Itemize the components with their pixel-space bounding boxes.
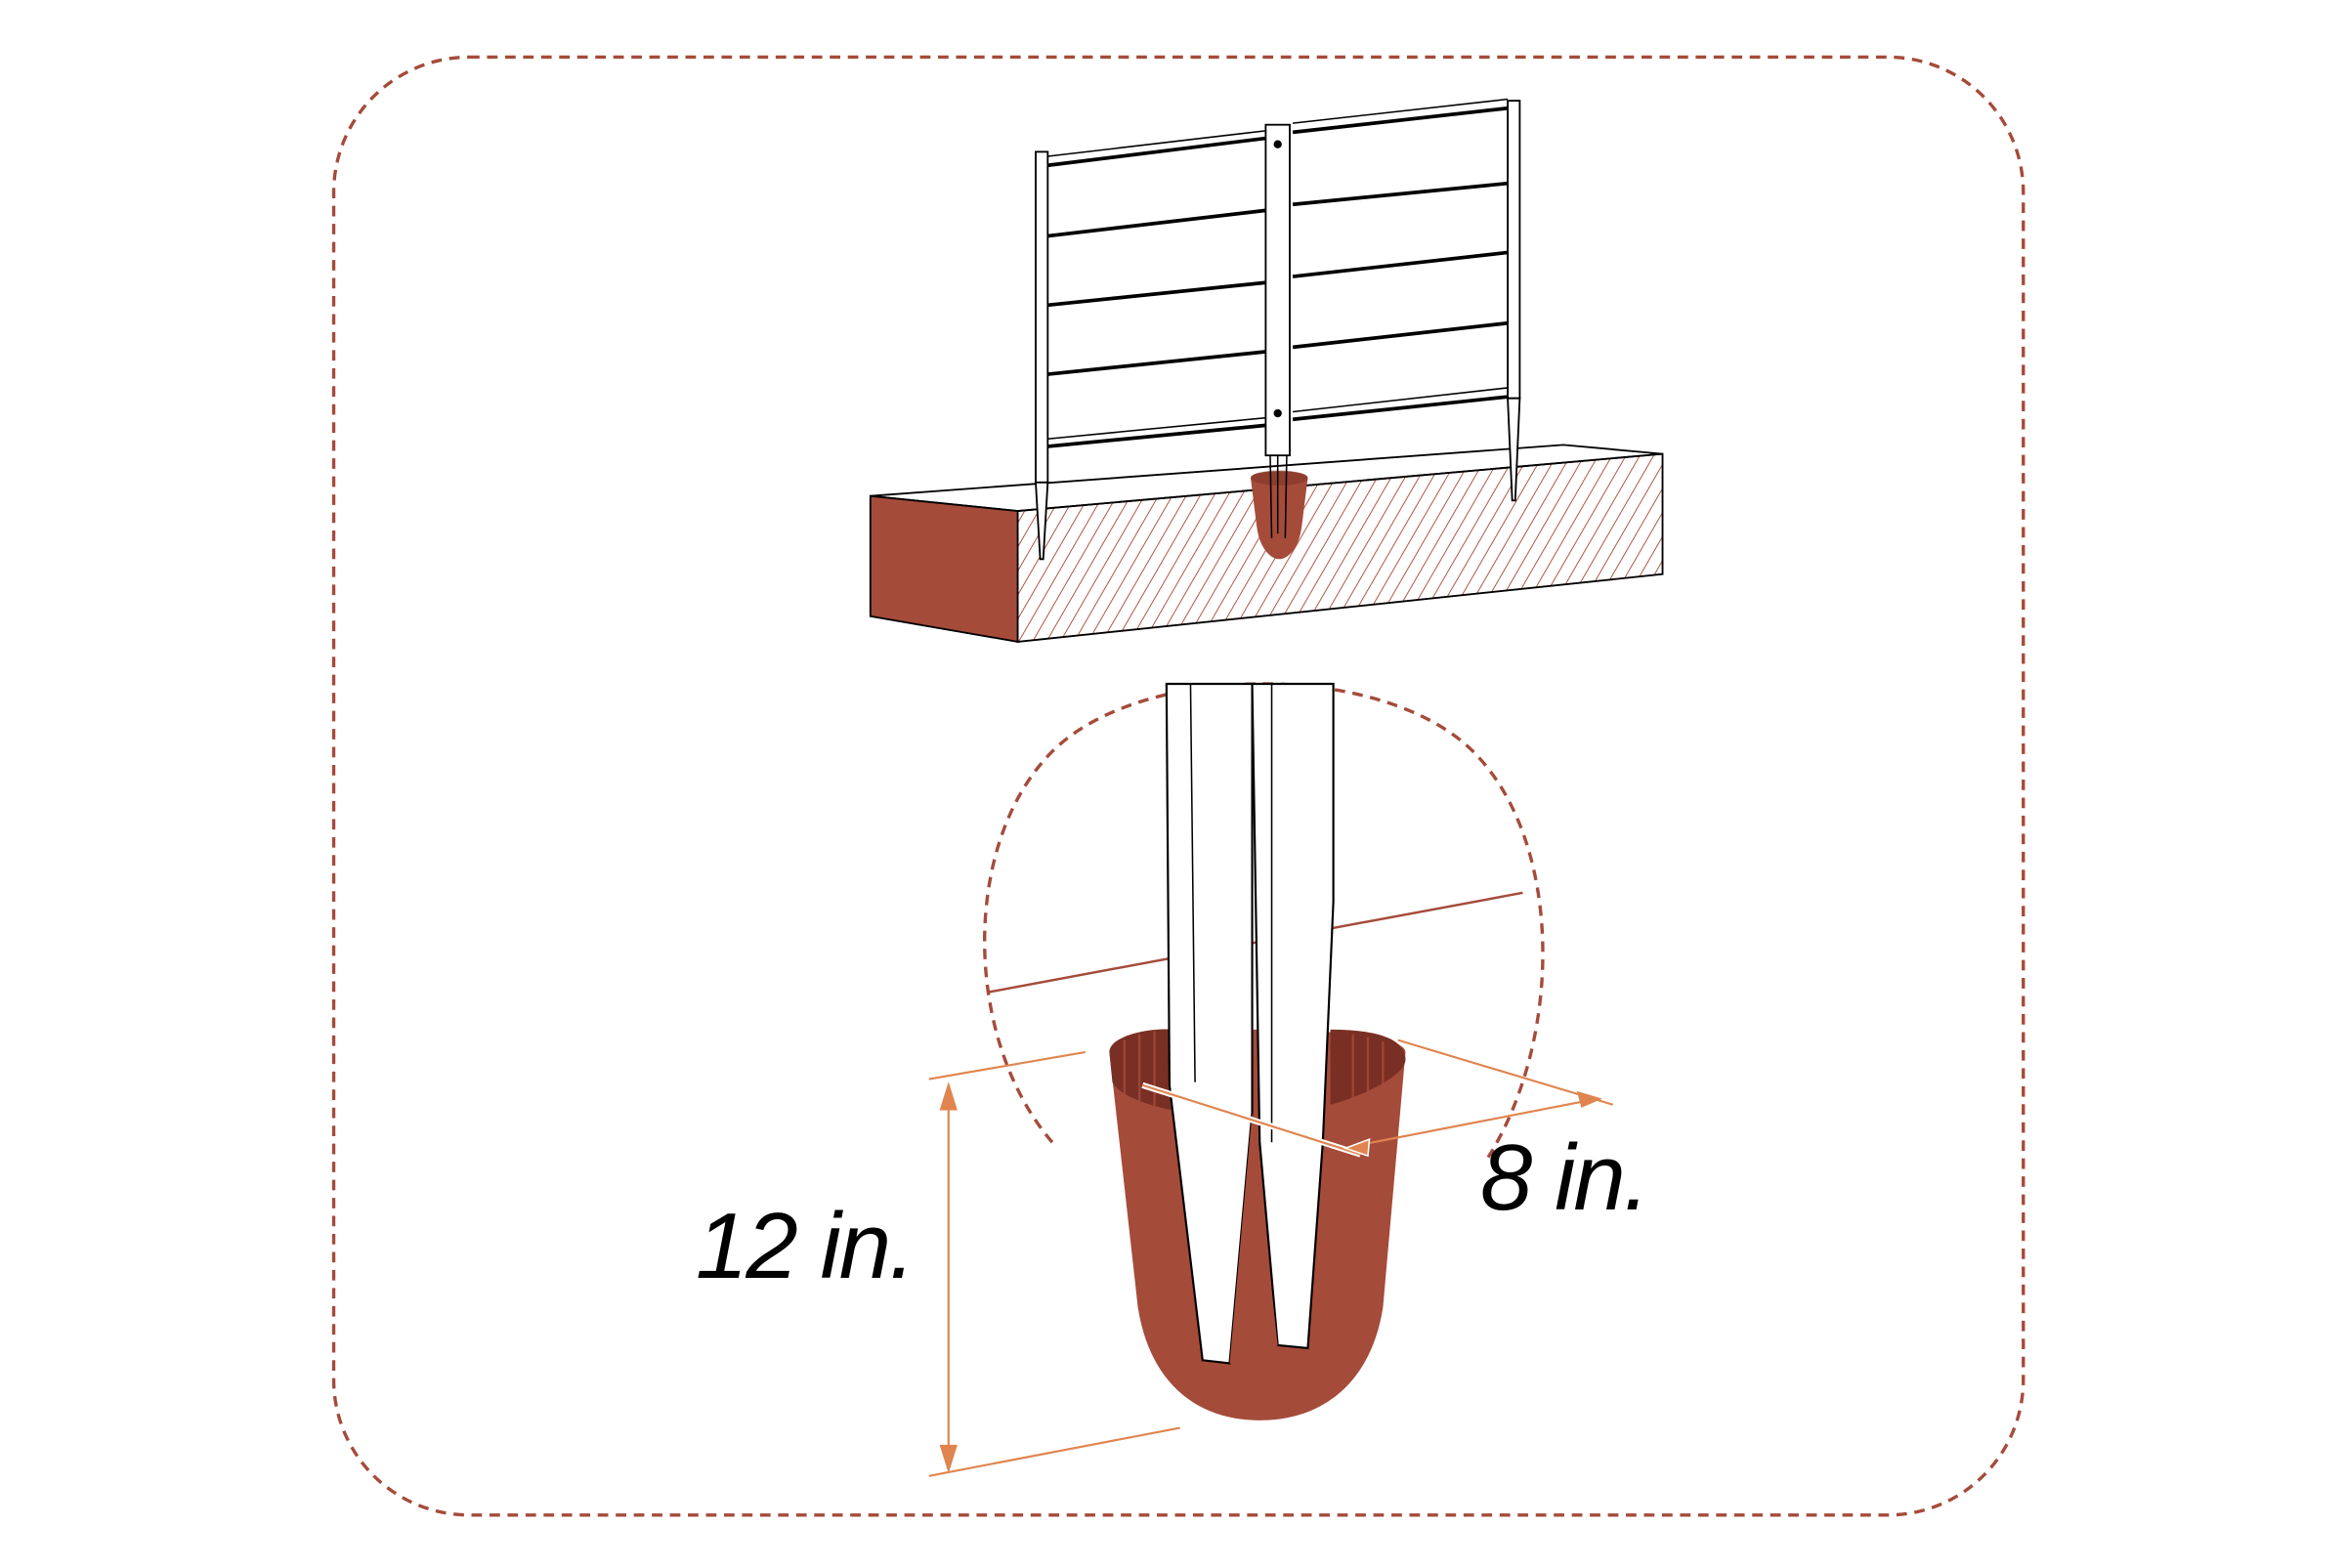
depth-dimension — [928, 1050, 1180, 1477]
width-dimension — [1141, 1038, 1614, 1158]
small-soil-pocket — [1251, 455, 1308, 560]
depth-label: 12 in. — [696, 1194, 916, 1298]
planter-box — [869, 444, 1664, 644]
detail-callout — [983, 682, 1545, 1420]
width-label: 8 in. — [1480, 1125, 1649, 1230]
frame-border — [331, 55, 2025, 1517]
trellis — [1035, 98, 1521, 561]
